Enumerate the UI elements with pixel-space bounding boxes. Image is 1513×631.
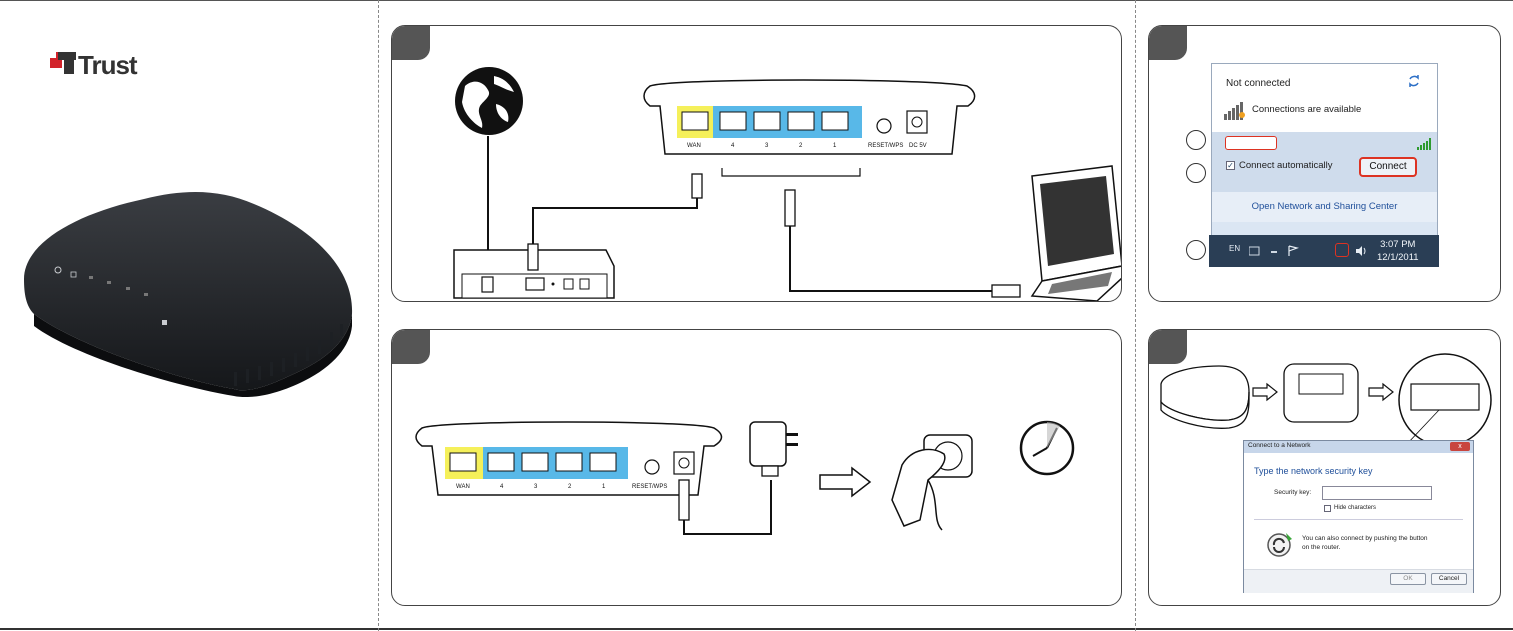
- connection-status: Not connected: [1226, 78, 1291, 89]
- security-key-input[interactable]: [1322, 486, 1432, 500]
- fold-line-left: [378, 0, 379, 631]
- brand-name: Trust: [78, 50, 138, 80]
- power-connection-diagram: WAN 4 3 2 1 RESET/WPS: [415, 420, 1075, 535]
- popup-header: Not connected Connections are available: [1212, 64, 1437, 132]
- cancel-button[interactable]: Cancel: [1431, 573, 1467, 585]
- trust-logo-mark-icon: [50, 52, 76, 74]
- lan-port-4-label: 4: [500, 484, 504, 490]
- dialog-title: Connect to a Network: [1248, 442, 1311, 449]
- router-product-photo: [24, 192, 353, 398]
- volume-icon[interactable]: [1355, 245, 1367, 257]
- modem-rear: [453, 249, 615, 299]
- dialog-heading: Type the network security key: [1254, 466, 1373, 476]
- trust-logo: Trust: [50, 50, 160, 80]
- dialog-titlebar: Connect to a Network x: [1244, 441, 1473, 453]
- refresh-icon[interactable]: [1407, 74, 1421, 88]
- fold-line-right: [1135, 0, 1136, 631]
- lan-port-2-label: 2: [568, 484, 572, 490]
- step-panel-connect-cables: WAN 4 3 2 1 RESET/WPS DC 5V: [391, 25, 1122, 302]
- windows-taskbar-tray: EN 3:07 PM 12/1/2011: [1209, 235, 1439, 267]
- lan-port-3-label: 3: [534, 484, 538, 490]
- connect-to-network-dialog: Connect to a Network x Type the network …: [1243, 440, 1474, 593]
- step-marker-circle: [1186, 240, 1206, 260]
- wps-button-icon: [1267, 533, 1292, 557]
- hide-characters-checkbox[interactable]: [1324, 505, 1331, 512]
- wall-socket-hand-icon: [891, 434, 973, 531]
- clock-readout[interactable]: 3:07 PM 12/1/2011: [1377, 238, 1419, 264]
- connect-automatically-label: Connect automatically: [1239, 160, 1333, 171]
- wireless-network-popup: Not connected Connections are available …: [1211, 63, 1438, 267]
- lan-port-1-label: 1: [833, 143, 837, 149]
- arrow-right-icon: [819, 466, 872, 498]
- wps-hint-text: You can also connect by pushing the butt…: [1302, 535, 1428, 551]
- dialog-divider: [1254, 519, 1463, 520]
- router-rear: WAN 4 3 2 1 RESET/WPS DC 5V: [643, 79, 976, 155]
- step-number-tab: [1149, 26, 1187, 60]
- connect-automatically-checkbox[interactable]: ✓: [1226, 161, 1235, 170]
- lan-port-3-label: 3: [765, 143, 769, 149]
- wifi-bars-available-icon: [1224, 102, 1245, 120]
- power-adapter-icon: [749, 421, 798, 477]
- step-number-tab: [392, 330, 430, 364]
- ok-button[interactable]: OK: [1390, 573, 1426, 585]
- step-panel-power: WAN 4 3 2 1 RESET/WPS: [391, 329, 1122, 606]
- reset-wps-label: RESET/WPS: [632, 484, 667, 490]
- clock-date: 12/1/2011: [1377, 252, 1419, 263]
- network-tray-icon-highlight[interactable]: [1335, 243, 1349, 257]
- close-button[interactable]: x: [1450, 442, 1470, 451]
- language-indicator[interactable]: EN: [1229, 244, 1241, 253]
- lan-port-1-label: 1: [602, 484, 606, 490]
- step-number-tab: [1149, 330, 1187, 364]
- security-key-label: Security key:: [1274, 489, 1312, 496]
- internet-globe-icon: [455, 67, 523, 135]
- page-top-border: [0, 0, 1513, 1]
- signal-strength-icon: [1417, 138, 1431, 150]
- hide-characters-label: Hide characters: [1334, 505, 1377, 511]
- laptop-icon: [1030, 165, 1121, 301]
- dc-power-label: DC 5V: [909, 143, 927, 149]
- lan-port-4-label: 4: [731, 143, 735, 149]
- step-number-tab: [392, 26, 430, 60]
- clock-time: 3:07 PM: [1380, 239, 1416, 250]
- connections-available-text: Connections are available: [1252, 104, 1362, 115]
- step-marker-circle: [1186, 130, 1206, 150]
- step-marker-circle: [1186, 163, 1206, 183]
- clock-icon: [1019, 420, 1075, 476]
- connect-button[interactable]: Connect: [1359, 157, 1417, 177]
- open-network-center-link[interactable]: Open Network and Sharing Center: [1212, 192, 1437, 222]
- page-bottom-border: [0, 628, 1513, 630]
- tray-icons: [1249, 245, 1300, 256]
- cable-connection-diagram: WAN 4 3 2 1 RESET/WPS DC 5V: [453, 67, 1121, 301]
- wan-port-label: WAN: [687, 143, 701, 149]
- lan-port-2-label: 2: [799, 143, 803, 149]
- wan-port-label: WAN: [456, 484, 470, 490]
- router-rear-power: WAN 4 3 2 1 RESET/WPS: [415, 421, 723, 496]
- network-ssid-highlight[interactable]: [1225, 136, 1277, 150]
- reset-wps-label: RESET/WPS: [868, 143, 903, 149]
